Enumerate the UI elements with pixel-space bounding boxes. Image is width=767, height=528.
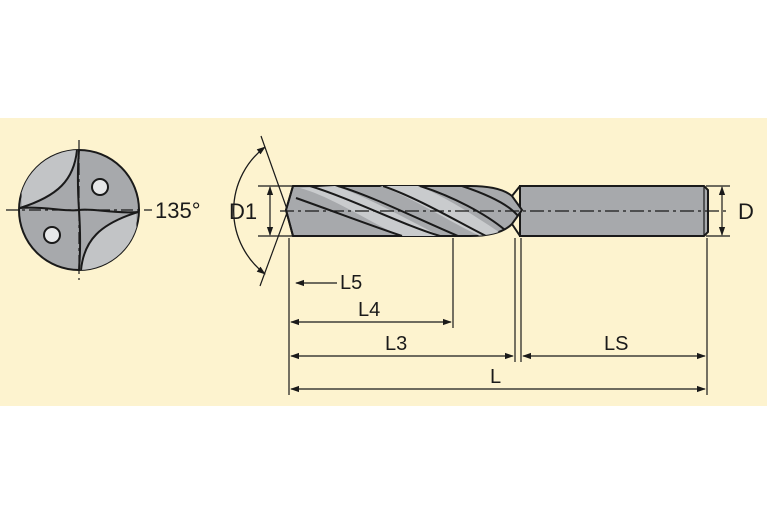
helix-line-4 bbox=[382, 186, 487, 236]
end-view-flute-curve-1 bbox=[19, 149, 78, 209]
helix-line-5 bbox=[419, 186, 506, 231]
helix-line-6 bbox=[461, 186, 519, 217]
drill-side-view bbox=[280, 185, 730, 237]
d1-label: D1 bbox=[229, 199, 257, 224]
drill-end-view bbox=[6, 140, 152, 280]
l-dimension: L bbox=[290, 366, 706, 393]
l4-label: L4 bbox=[358, 299, 380, 321]
drill-neck bbox=[511, 185, 521, 237]
l5-dimension: L5 bbox=[295, 272, 362, 294]
l4-dimension: L4 bbox=[290, 299, 452, 326]
d1-dimension: D1 bbox=[229, 185, 296, 237]
coolant-hole-lower bbox=[43, 226, 61, 244]
l3-label: L3 bbox=[385, 333, 407, 355]
d-label: D bbox=[738, 199, 754, 224]
helix-line-1 bbox=[295, 197, 403, 236]
point-angle-dimension: 135° bbox=[155, 135, 289, 287]
l3-dimension: L3 bbox=[290, 333, 514, 360]
helix-line-3 bbox=[337, 186, 459, 236]
point-angle-label: 135° bbox=[155, 198, 201, 223]
d-dimension: D bbox=[706, 185, 754, 237]
end-view-flute-curve-2 bbox=[80, 211, 139, 271]
point-angle-arc bbox=[233, 146, 266, 275]
helix-line-2 bbox=[309, 186, 441, 236]
drill-tip-edge bbox=[284, 185, 294, 237]
coolant-hole-upper bbox=[91, 178, 109, 196]
ls-label: LS bbox=[604, 333, 628, 355]
ls-dimension: LS bbox=[522, 333, 706, 360]
l5-label: L5 bbox=[340, 272, 362, 294]
l-label: L bbox=[490, 366, 501, 388]
